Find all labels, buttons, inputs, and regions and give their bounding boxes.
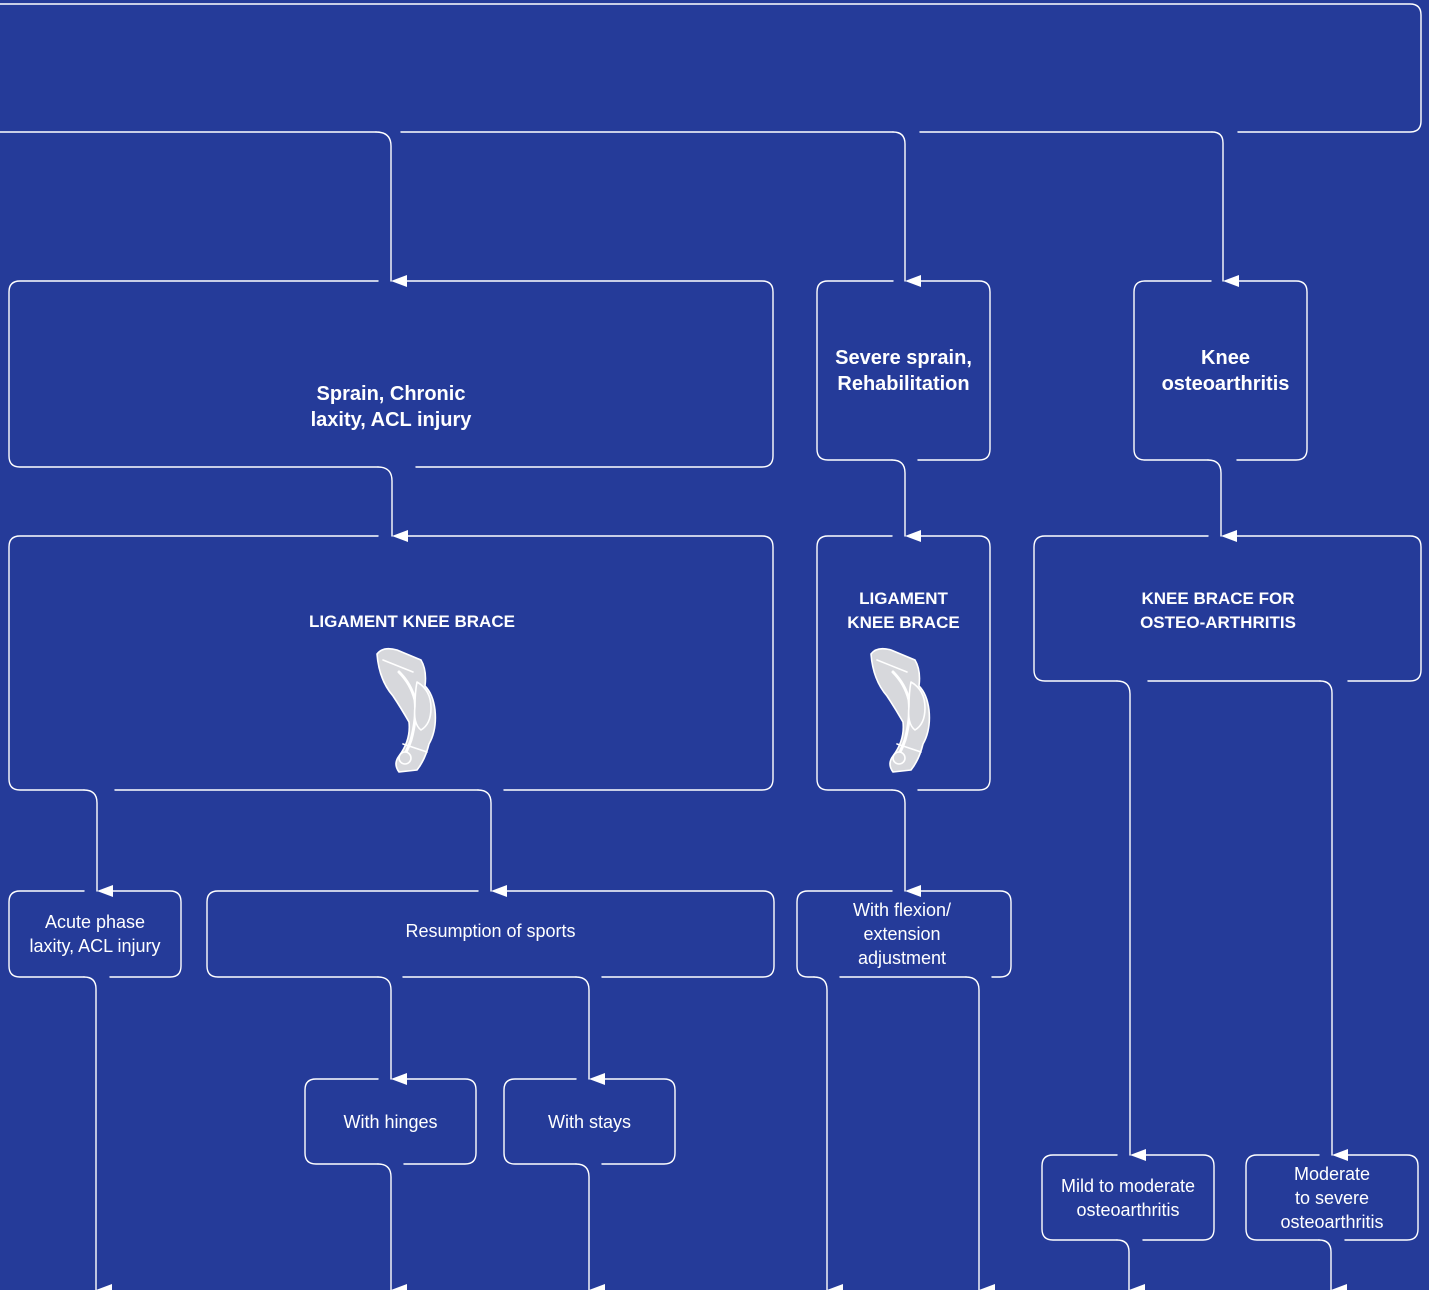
connector — [1116, 1239, 1145, 1290]
acute-phase-box-outline — [109, 890, 182, 978]
node-acute-phase: Acute phase laxity, ACL injury — [29, 912, 161, 956]
connector — [575, 1163, 605, 1290]
top-container-outline — [0, 3, 1422, 133]
node-flexion-adjustment: With flexion/ extension adjustment — [852, 900, 952, 968]
connector — [377, 976, 407, 1085]
connector — [813, 976, 843, 1290]
connector — [477, 789, 507, 897]
ligament-brace-box-outline — [404, 535, 774, 791]
resumption-box-outline — [504, 890, 775, 978]
connector — [377, 466, 408, 542]
node-ligament-brace-side: LIGAMENT KNEE BRACE — [847, 589, 960, 632]
knee-oa-box-outline — [1234, 280, 1308, 461]
connector — [83, 789, 113, 897]
connector — [891, 789, 921, 897]
hinges-box-outline — [403, 1078, 477, 1165]
node-mild-osteoarthritis: Mild to moderate osteoarthritis — [1060, 1175, 1196, 1220]
hinges-box-outline — [304, 1078, 379, 1165]
severe-sprain-box-outline — [916, 280, 991, 461]
flexion-box-outline — [796, 890, 893, 978]
connector — [83, 976, 112, 1290]
resumption-box-outline — [206, 890, 479, 978]
ligament-brace-side-outline — [816, 535, 893, 791]
node-with-hinges: With hinges — [343, 1111, 438, 1132]
flexion-box-outline — [917, 890, 1012, 978]
stays-box-outline — [601, 1078, 676, 1165]
connector — [1207, 459, 1237, 542]
node-severe-sprain: Severe sprain, Rehabilitation — [835, 346, 972, 395]
connector — [965, 976, 995, 1290]
node-with-stays: With stays — [547, 1111, 631, 1132]
severe-oa-box-outline — [1245, 1154, 1320, 1241]
oa-brace-box-outline — [1033, 535, 1209, 682]
connector — [1318, 1239, 1347, 1290]
knee-brace-icon — [870, 647, 931, 773]
sprain-box-outline — [402, 280, 774, 468]
stays-box-outline — [503, 1078, 577, 1165]
connector — [1211, 131, 1239, 287]
connector — [1116, 680, 1146, 1161]
sprain-box-outline — [8, 280, 379, 468]
node-severe-osteoarthritis: Moderate to severe osteoarthritis — [1280, 1163, 1384, 1232]
node-resumption-of-sports: Resumption of sports — [405, 921, 576, 941]
node-knee-osteoarthritis: Knee osteoarthritis — [1161, 346, 1290, 395]
ligament-brace-box-outline — [8, 535, 379, 791]
knee-brace-icon — [376, 647, 437, 773]
connector — [575, 976, 605, 1085]
mild-oa-box-outline — [1041, 1154, 1118, 1241]
connector — [891, 459, 921, 542]
node-sprain-chronic: Sprain, Chronic laxity, ACL injury — [310, 382, 472, 431]
connector — [377, 1163, 407, 1290]
connector — [375, 131, 407, 287]
connector — [1319, 680, 1348, 1161]
connector — [892, 131, 921, 287]
ligament-brace-side-outline — [917, 535, 991, 791]
severe-oa-box-outline — [1344, 1154, 1419, 1241]
knee-oa-box-outline — [1133, 280, 1212, 461]
oa-brace-box-outline — [1233, 535, 1422, 682]
acute-phase-box-outline — [8, 890, 85, 978]
node-oa-brace: KNEE BRACE FOR OSTEO-ARTHRITIS — [1140, 589, 1296, 632]
mild-oa-box-outline — [1142, 1154, 1215, 1241]
severe-sprain-box-outline — [816, 280, 894, 461]
node-ligament-brace-main: LIGAMENT KNEE BRACE — [309, 612, 515, 631]
